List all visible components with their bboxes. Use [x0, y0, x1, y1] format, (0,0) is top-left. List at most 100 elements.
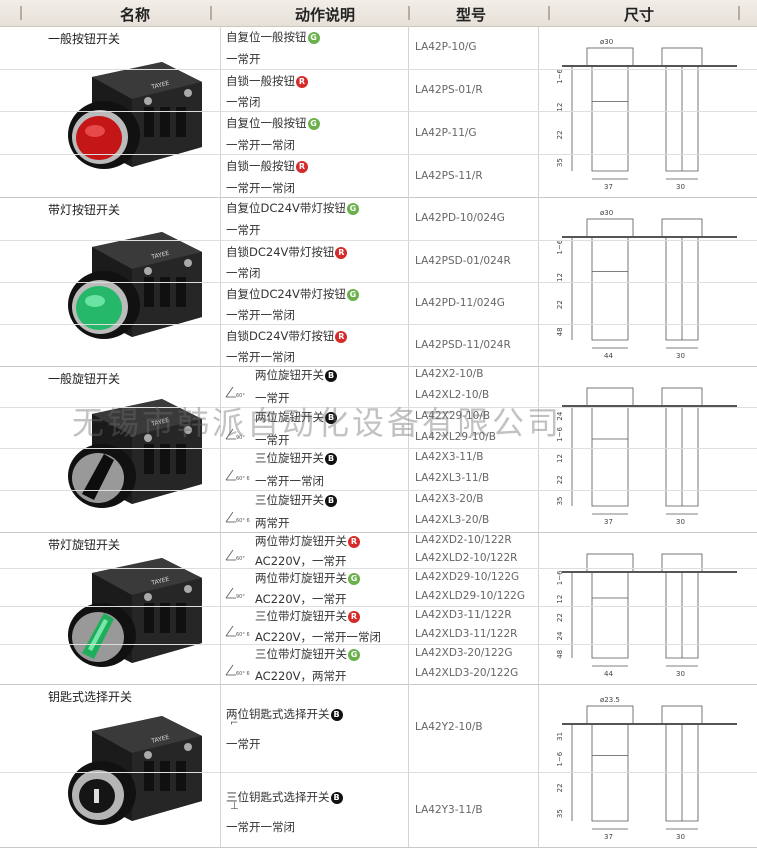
model-number: LA42PS-11/R: [415, 169, 483, 182]
height-label: 24: [556, 631, 564, 640]
width-label: 37: [604, 833, 613, 841]
dimension-drawing: [562, 218, 737, 349]
brand-mark: TAYEE: [150, 734, 170, 745]
switch-angle-icon: 90°: [224, 427, 250, 443]
column-divider: [408, 197, 409, 366]
terminal-slot: [176, 107, 186, 137]
action-line-2: 一常开: [226, 51, 261, 66]
height-label: 12: [556, 454, 564, 463]
front-bezel: [586, 387, 634, 407]
model-number: LA42XL3-20/B: [415, 514, 490, 526]
angle-label: 90°: [236, 435, 245, 441]
angle-diagram: 90°: [225, 587, 245, 600]
height-label: 48: [556, 650, 564, 659]
angle-diagram: 60° 60°: [225, 469, 256, 482]
angle-diagram: 60° 60°: [225, 511, 256, 524]
column-divider: [538, 532, 539, 684]
action-title: 三位旋钮开关: [255, 451, 324, 465]
height-label: 35: [556, 158, 564, 167]
height-label: 1~6: [556, 570, 564, 585]
angle-diagram: 90°: [225, 428, 245, 441]
front-bezel: [586, 553, 634, 573]
switch-angle-icon: 60°: [224, 385, 250, 401]
product-photo: TAYEE: [68, 399, 202, 508]
height-label: 1~6: [556, 239, 564, 254]
red-button-cap: [76, 116, 122, 160]
model-number: LA42Y2-10/B: [415, 721, 483, 733]
front-body: [591, 66, 629, 172]
color-badge-B: B: [330, 791, 343, 804]
brand-mark: TAYEE: [150, 80, 170, 91]
color-badge-B: B: [325, 370, 337, 382]
switch-body: TAYEE: [68, 558, 202, 667]
model-number: LA42XD29-10/122G: [415, 571, 520, 583]
terminal-slot: [160, 444, 170, 474]
color-badge-R: R: [335, 331, 348, 343]
selector-knob: [82, 454, 114, 500]
model-number: LA42X3-20/B: [415, 493, 484, 505]
action-line-2: AC220V，两常开: [255, 669, 347, 683]
action-line-2: 一常开一常闭: [226, 180, 295, 195]
height-label: 1~6: [556, 426, 564, 441]
terminal-slot: [176, 277, 186, 307]
terminal-screw: [184, 585, 192, 593]
front-body: [591, 406, 629, 507]
height-label: 35: [556, 496, 564, 505]
header-action: 动作说明: [294, 6, 355, 24]
height-label: 12: [556, 595, 564, 604]
dimension-drawing: [562, 47, 737, 180]
color-badge-G: G: [348, 649, 360, 661]
terminal-slot: [144, 444, 154, 474]
height-label: 22: [556, 300, 564, 309]
action-line-2: 一常开: [255, 432, 290, 447]
header-divider: [210, 6, 212, 20]
model-number: LA42PD-10/024G: [415, 211, 505, 224]
height-label: 1~6: [556, 751, 564, 766]
keyhole: [94, 789, 99, 803]
model-number: LA42XL29-10/B: [415, 430, 496, 443]
terminal-slot: [144, 107, 154, 137]
cap-highlight: [85, 125, 105, 137]
column-divider: [408, 366, 409, 532]
product-photo: TAYEE: [68, 62, 202, 169]
color-badge-G: G: [307, 32, 320, 44]
height-label: 48: [556, 327, 564, 336]
action-title: 自锁一般按钮: [226, 74, 295, 88]
brand-mark: TAYEE: [150, 250, 170, 261]
action-title: 两位旋钮开关: [255, 410, 324, 424]
switch-body: TAYEE: [68, 399, 202, 508]
action-title: 三位带灯旋钮开关: [255, 609, 347, 623]
model-number: LA42XLD3-11/122R: [415, 628, 518, 640]
dimension-drawing: [562, 553, 737, 667]
action-title: 自复位DC24V带灯按钮: [226, 201, 346, 215]
action-line-2: AC220V，一常开: [255, 592, 347, 606]
switch-angle-icon: 60° 60°: [224, 510, 256, 526]
contact-block-top: [92, 62, 202, 99]
header-divider: [408, 6, 410, 20]
height-label: 22: [556, 613, 564, 622]
color-badge-B: B: [325, 453, 337, 465]
model-number: LA42XL2-10/B: [415, 388, 490, 401]
terminal-screw: [184, 426, 192, 434]
angle-label: 60°: [236, 393, 245, 399]
